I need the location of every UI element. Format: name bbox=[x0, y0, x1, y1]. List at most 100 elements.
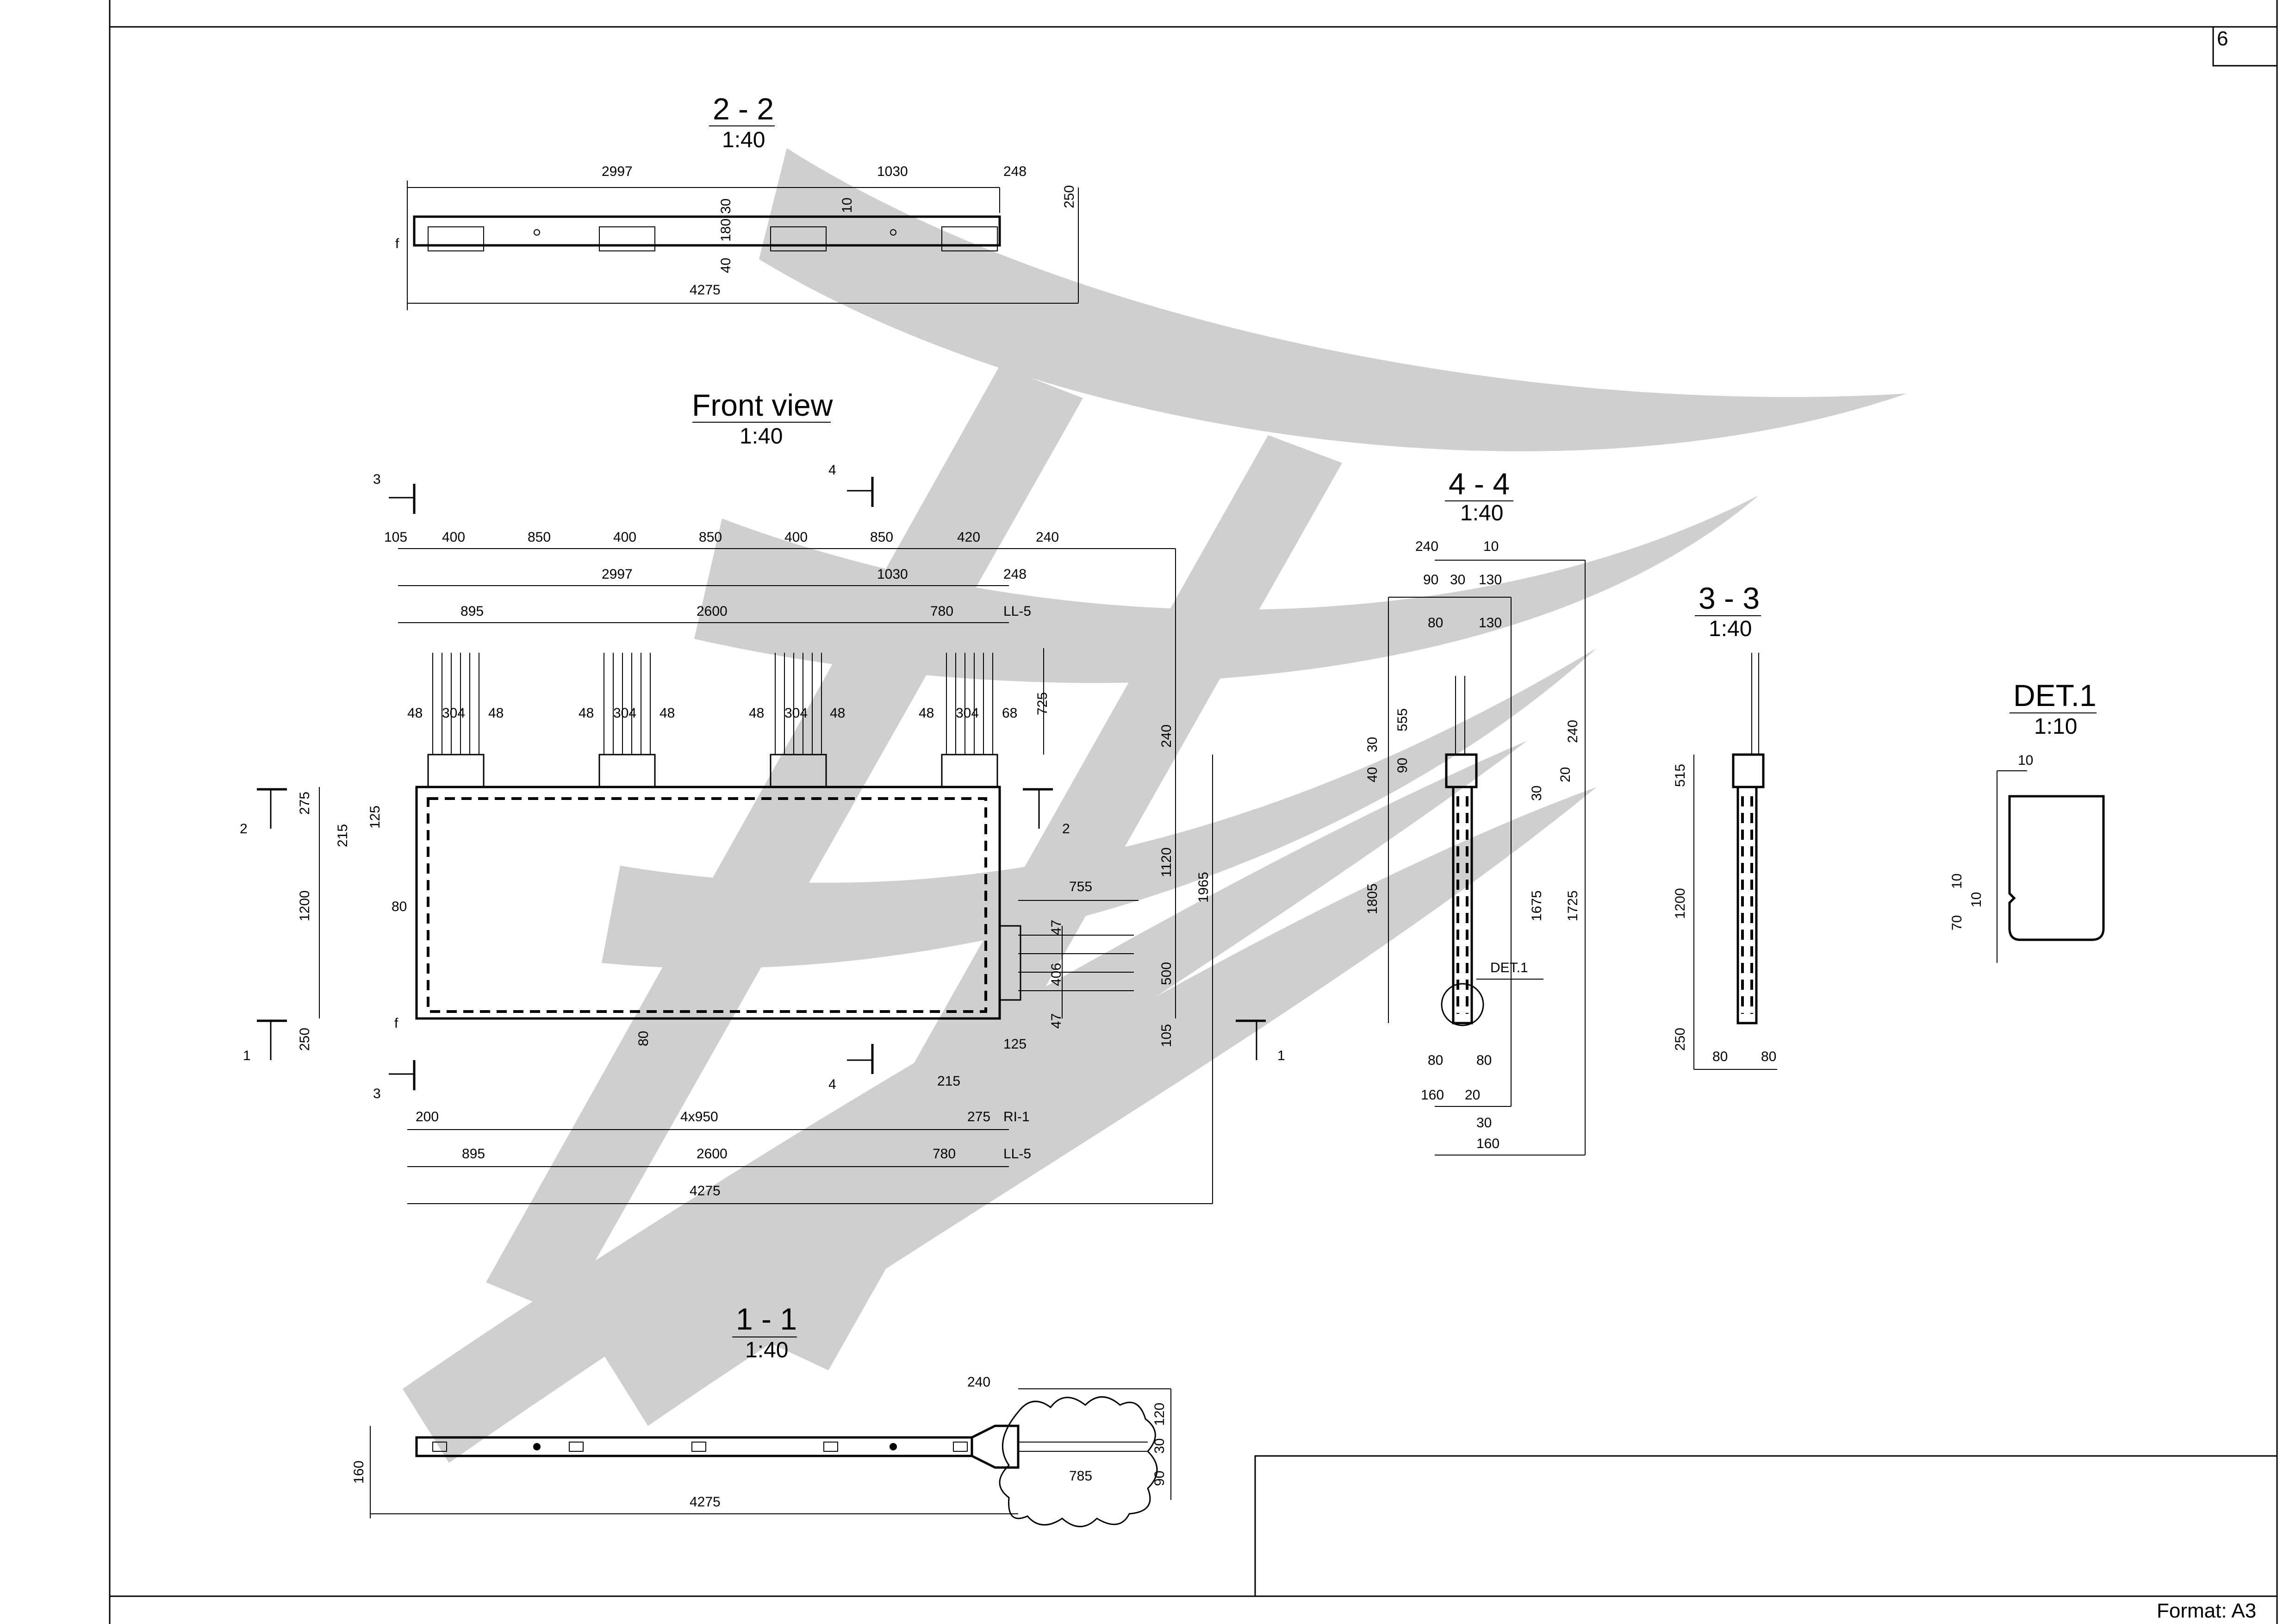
s44-d5: 80 bbox=[1428, 615, 1443, 631]
s11-90: 90 bbox=[1152, 1471, 1167, 1486]
fv-side-406: 406 bbox=[1049, 963, 1064, 986]
page-number: 6 bbox=[2217, 27, 2228, 50]
s44-callout: DET.1 bbox=[1490, 960, 1528, 975]
s33-d1: 1200 bbox=[1673, 888, 1688, 919]
mark-2-2-f: f bbox=[395, 236, 399, 251]
fv-side-755: 755 bbox=[1069, 879, 1092, 894]
s44-d3: 30 bbox=[1450, 572, 1465, 587]
dim-2-2-10: 10 bbox=[840, 198, 855, 213]
fv-bot2-ll5: LL-5 bbox=[1003, 1146, 1031, 1162]
s44-d10: 90 bbox=[1395, 758, 1410, 773]
section-3-3-scale: 1:40 bbox=[1709, 617, 1752, 641]
fv-right-500: 500 bbox=[1159, 962, 1174, 985]
fv-right-105: 105 bbox=[1159, 1024, 1174, 1047]
rg0-2: 48 bbox=[488, 706, 504, 721]
fv-left-125: 125 bbox=[367, 806, 383, 829]
front-view: Front view 1:40 bbox=[240, 388, 1285, 1204]
rg3-2: 68 bbox=[1002, 706, 1017, 721]
front-view-scale: 1:40 bbox=[740, 424, 783, 449]
s44-d18: 80 bbox=[1476, 1053, 1492, 1068]
section-1-1-view: 1 - 1 1:40 240 120 30 785 90 160 4275 bbox=[351, 1302, 1171, 1527]
sheet-frame bbox=[109, 0, 2278, 1624]
s44-d2: 90 bbox=[1423, 572, 1438, 587]
s44-d20: 20 bbox=[1465, 1087, 1480, 1103]
s44-d6: 130 bbox=[1479, 615, 1502, 631]
fv-right-1120: 1120 bbox=[1159, 847, 1174, 877]
dim-2-2-248: 248 bbox=[1003, 164, 1027, 179]
dim-2-2-2997: 2997 bbox=[602, 164, 633, 179]
rg2-0: 48 bbox=[749, 706, 764, 721]
s33-d2: 250 bbox=[1673, 1028, 1688, 1051]
rg3-0: 48 bbox=[919, 706, 934, 721]
dim-2-2-30: 30 bbox=[718, 199, 734, 214]
rg3-1: 304 bbox=[956, 706, 979, 721]
fv-top3-2: 780 bbox=[930, 604, 953, 619]
detail-1-scale: 1:10 bbox=[2034, 714, 2077, 739]
fv-right-1965: 1965 bbox=[1196, 872, 1211, 903]
fv-bot-215: 215 bbox=[937, 1074, 960, 1089]
det1-d0: 10 bbox=[2018, 753, 2033, 768]
s33-d3: 80 bbox=[1712, 1049, 1728, 1064]
s11-4275: 4275 bbox=[690, 1494, 721, 1510]
fv-left-215: 215 bbox=[335, 824, 350, 847]
section-3-3-title: 3 - 3 bbox=[1699, 581, 1760, 615]
fv-top3-3: LL-5 bbox=[1003, 604, 1031, 619]
fv-right-725: 725 bbox=[1035, 692, 1050, 715]
det1-d3: 70 bbox=[1949, 915, 1965, 931]
cut-1-right: 1 bbox=[1277, 1048, 1285, 1063]
fv-top3-0: 895 bbox=[460, 604, 484, 619]
cut-2-left: 2 bbox=[240, 821, 248, 837]
fv-bot1-4x950: 4x950 bbox=[680, 1109, 718, 1124]
s44-d12: 30 bbox=[1529, 786, 1544, 801]
fv-side-47a: 47 bbox=[1049, 920, 1064, 935]
s44-d15: 1675 bbox=[1529, 890, 1544, 921]
fv-top2-1: 1030 bbox=[877, 567, 908, 582]
fv-left-1200: 1200 bbox=[297, 890, 312, 921]
s11-240: 240 bbox=[967, 1374, 990, 1390]
cut-4-top: 4 bbox=[828, 462, 836, 478]
rg1-0: 48 bbox=[579, 706, 594, 721]
section-4-4-title: 4 - 4 bbox=[1449, 467, 1510, 501]
s11-785: 785 bbox=[1069, 1468, 1092, 1484]
s44-d11: 240 bbox=[1565, 720, 1580, 743]
fv-top2-2: 248 bbox=[1003, 567, 1027, 582]
fv-top1-7: 420 bbox=[957, 530, 980, 545]
rg0-0: 48 bbox=[407, 706, 423, 721]
rg0-1: 304 bbox=[442, 706, 465, 721]
fv-bot1-200: 200 bbox=[416, 1109, 439, 1124]
fv-bot2-780: 780 bbox=[933, 1146, 956, 1162]
fv-bot2-895: 895 bbox=[462, 1146, 485, 1162]
fv-bot-125: 125 bbox=[1003, 1037, 1027, 1052]
dim-2-2-4275: 4275 bbox=[690, 282, 721, 298]
s44-d1: 10 bbox=[1483, 539, 1499, 554]
fv-top1-3: 400 bbox=[613, 530, 636, 545]
fv-left-80: 80 bbox=[392, 899, 407, 914]
dim-2-2-180: 180 bbox=[718, 219, 734, 242]
cut-3-top: 3 bbox=[373, 472, 381, 487]
fv-top1-1: 400 bbox=[442, 530, 465, 545]
format-label: Format: A3 bbox=[2157, 1599, 2256, 1622]
fv-bot1-ri1: RI-1 bbox=[1003, 1109, 1030, 1124]
s44-d7: 555 bbox=[1395, 708, 1410, 731]
s44-d22: 160 bbox=[1476, 1136, 1500, 1151]
s44-d13: 20 bbox=[1558, 767, 1573, 782]
fv-bot-4275: 4275 bbox=[690, 1183, 721, 1199]
s44-d21: 30 bbox=[1476, 1115, 1492, 1131]
fv-mark-f: f bbox=[394, 1016, 398, 1031]
fv-bot-80: 80 bbox=[636, 1031, 651, 1046]
s44-d17: 80 bbox=[1428, 1053, 1443, 1068]
rg1-2: 48 bbox=[660, 706, 675, 721]
rg2-2: 48 bbox=[830, 706, 845, 721]
fv-top2-0: 2997 bbox=[602, 567, 633, 582]
s44-d19: 160 bbox=[1421, 1087, 1444, 1103]
detail-1-view: DET.1 1:10 10 10 10 70 bbox=[1949, 678, 2105, 963]
detail-1-title: DET.1 bbox=[2013, 678, 2097, 712]
dim-2-2-250: 250 bbox=[1062, 185, 1077, 208]
rg1-1: 304 bbox=[613, 706, 636, 721]
fv-top1-6: 850 bbox=[870, 530, 893, 545]
section-4-4-view: 4 - 4 1:40 240 10 90 30 130 80 130 555 4… bbox=[1365, 467, 1586, 1156]
cut-2-right: 2 bbox=[1062, 821, 1070, 837]
section-1-1-scale: 1:40 bbox=[745, 1338, 788, 1362]
section-2-2-view: 2 - 2 1:40 2997 1030 248 250 30 180 40 1… bbox=[395, 92, 1079, 310]
